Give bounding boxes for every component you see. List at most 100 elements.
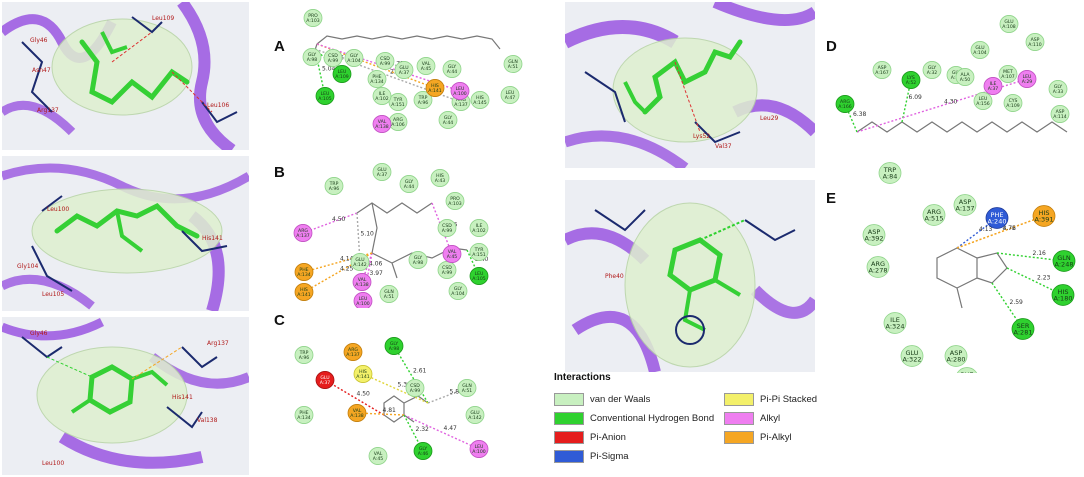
residue-label: GLN (1057, 254, 1071, 262)
residue-label: LEU (475, 444, 484, 450)
interaction-line (991, 282, 1024, 330)
residue-label: HIS (1039, 209, 1050, 217)
residue-label: TYR (393, 97, 404, 103)
residue-label: PHE (372, 74, 381, 80)
residue-label: GLU (355, 257, 364, 263)
residue-label: A:137 (346, 352, 359, 358)
residue-disc (956, 367, 978, 373)
residue-disc (983, 77, 1003, 95)
distance-label: 2.61 (413, 368, 427, 375)
residue-label: PHE (299, 267, 308, 273)
residue-label: A:44 (443, 120, 454, 126)
residue-label: A:141 (428, 88, 441, 94)
residue-label: HIS (431, 83, 439, 89)
residue-label: ARG (456, 97, 466, 103)
structure-e-svg: Phe40 (565, 180, 815, 372)
residue-label: ARG (927, 208, 941, 216)
residue-disc (379, 285, 399, 303)
residue-disc (883, 312, 907, 334)
residue-label: ARG (871, 260, 885, 268)
residue-label: A:138 (350, 413, 363, 419)
residue-label: PHE (991, 211, 1004, 219)
residue-disc (367, 70, 387, 88)
residue-disc (445, 192, 465, 210)
residue-label: A:134 (297, 272, 310, 278)
residue-label: GLY (444, 115, 453, 121)
residue-label: ASP (878, 65, 887, 71)
residue-disc (294, 346, 314, 364)
residue-label: A:47 (505, 95, 516, 101)
legend-label: van der Waals (590, 393, 651, 405)
residue-disc (835, 95, 855, 113)
residue-label: VAL (378, 119, 387, 125)
residue-label: His141 (202, 235, 223, 242)
distance-label: 4.13 (979, 226, 993, 233)
residue-label: LYS (907, 75, 915, 81)
residue-label: LEU (506, 90, 515, 96)
residue-label: HIS (476, 95, 484, 101)
residue-disc (1025, 33, 1045, 51)
residue-label: A:99 (442, 228, 453, 234)
residue-disc (1032, 205, 1056, 227)
distance-label: 5.04 (322, 66, 336, 73)
distance-label: 4.06 (369, 261, 383, 268)
residue-label: GLU (975, 45, 984, 51)
panel-label-b: B (274, 164, 285, 181)
distance-label: 4.50 (332, 216, 346, 223)
legend-item: van der Waals (554, 392, 650, 406)
legend-swatch (724, 392, 754, 406)
residue-label: GLU (377, 167, 386, 173)
residue-label: Val37 (715, 143, 732, 150)
residue-label: LEU (979, 96, 988, 102)
residue-label: A:37 (377, 172, 388, 178)
residue-label: ASP (1031, 37, 1040, 43)
legend-label: Pi-Anion (590, 431, 626, 443)
residue-label: TRP (329, 181, 339, 187)
legend: Interactions van der Waals Conventional … (548, 370, 848, 472)
residue-label: A:100 (472, 449, 485, 455)
residue-label: GLU (399, 65, 408, 71)
panel-label-e: E (826, 190, 837, 207)
residue-disc (438, 111, 458, 129)
residue-disc (332, 65, 352, 83)
residue-disc (384, 337, 404, 355)
residue-label: LEU (338, 69, 347, 75)
residue-label: A:33 (1053, 89, 1064, 95)
residue-label: A:51 (508, 64, 519, 70)
interaction-diagram-d: 6.094.306.38ASPA:167LYSA:52GLYA:32GLYA:3… (835, 15, 1070, 133)
legend-item: Pi-Alkyl (724, 430, 792, 444)
residue-label: GLY (1054, 84, 1063, 90)
interaction-line (403, 414, 480, 450)
residue-disc (399, 175, 419, 193)
distance-label: 4.30 (944, 99, 958, 106)
residue-label: A:156 (976, 101, 989, 107)
residue-label: HIS (300, 287, 308, 293)
interaction-line (901, 79, 912, 123)
residue-label: A:105 (472, 276, 485, 282)
legend-swatch (724, 411, 754, 425)
residue-label: CSD (328, 53, 338, 59)
residue-label: GLU (320, 375, 329, 381)
residue-disc (315, 371, 335, 389)
distance-label: 6.09 (909, 94, 923, 101)
residue-label: A:98 (413, 260, 424, 266)
distance-label: 2.16 (1033, 250, 1047, 257)
residue-label: A:167 (875, 70, 888, 76)
